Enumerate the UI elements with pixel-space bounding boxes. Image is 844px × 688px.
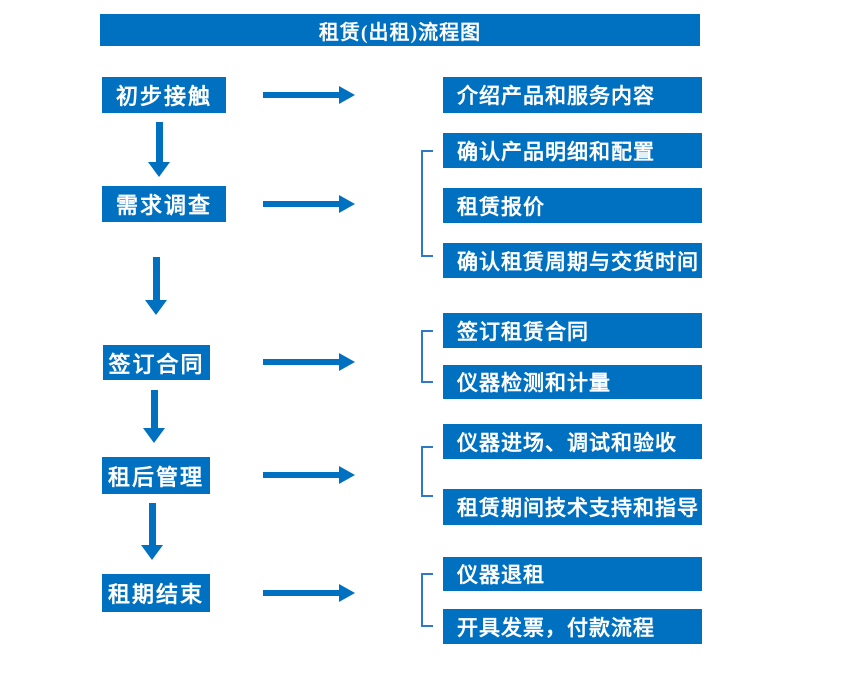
detail-box-instrument-return: 仪器退租: [443, 557, 702, 591]
arrow-shaft: [263, 472, 339, 478]
arrow-shaft: [263, 201, 339, 207]
detail-box-rental-quote: 租赁报价: [443, 188, 702, 223]
arrow-down-icon: [143, 390, 165, 443]
arrow-down-icon: [145, 257, 167, 315]
stage-box-sign-contract: 签订合同: [103, 345, 210, 380]
arrow-right-icon: [263, 195, 355, 213]
arrow-down-icon: [148, 122, 170, 177]
arrow-shaft: [263, 359, 339, 365]
arrow-head: [141, 545, 163, 560]
arrow-right-icon: [263, 353, 355, 371]
detail-box-instrument-setup-acceptance: 仪器进场、调试和验收: [443, 424, 702, 459]
arrow-head: [339, 584, 355, 602]
detail-box-confirm-product-config: 确认产品明细和配置: [443, 133, 702, 168]
arrow-right-icon: [263, 584, 355, 602]
arrow-shaft: [155, 122, 163, 162]
arrow-right-icon: [263, 86, 355, 104]
stage-box-rental-end: 租期结束: [102, 574, 210, 612]
stage-box-post-rental-management: 租后管理: [102, 457, 210, 494]
arrow-shaft: [152, 257, 160, 300]
arrow-shaft: [263, 92, 339, 98]
arrow-head: [339, 195, 355, 213]
flowchart-title: 租赁(出租)流程图: [100, 14, 700, 46]
group-bracket-icon: [421, 446, 433, 497]
detail-box-sign-rental-contract: 签订租赁合同: [443, 313, 702, 348]
detail-box-invoice-payment: 开具发票，付款流程: [443, 609, 702, 644]
group-bracket-icon: [421, 330, 433, 383]
arrow-head: [339, 86, 355, 104]
arrow-head: [143, 428, 165, 443]
arrow-head: [339, 353, 355, 371]
arrow-head: [148, 162, 170, 177]
arrow-right-icon: [263, 466, 355, 484]
arrow-head: [339, 466, 355, 484]
arrow-head: [145, 300, 167, 315]
detail-box-confirm-period-delivery: 确认租赁周期与交货时间: [443, 243, 702, 278]
stage-box-initial-contact: 初步接触: [102, 77, 226, 113]
group-bracket-icon: [421, 573, 433, 627]
arrow-shaft: [150, 390, 158, 428]
stage-box-needs-survey: 需求调查: [102, 186, 226, 222]
detail-box-tech-support: 租赁期间技术支持和指导: [443, 489, 702, 525]
detail-box-introduce-products: 介绍产品和服务内容: [443, 77, 702, 113]
group-bracket-icon: [421, 150, 433, 257]
arrow-down-icon: [141, 503, 163, 560]
detail-box-instrument-testing: 仪器检测和计量: [443, 365, 702, 399]
arrow-shaft: [263, 590, 339, 596]
arrow-shaft: [148, 503, 156, 545]
